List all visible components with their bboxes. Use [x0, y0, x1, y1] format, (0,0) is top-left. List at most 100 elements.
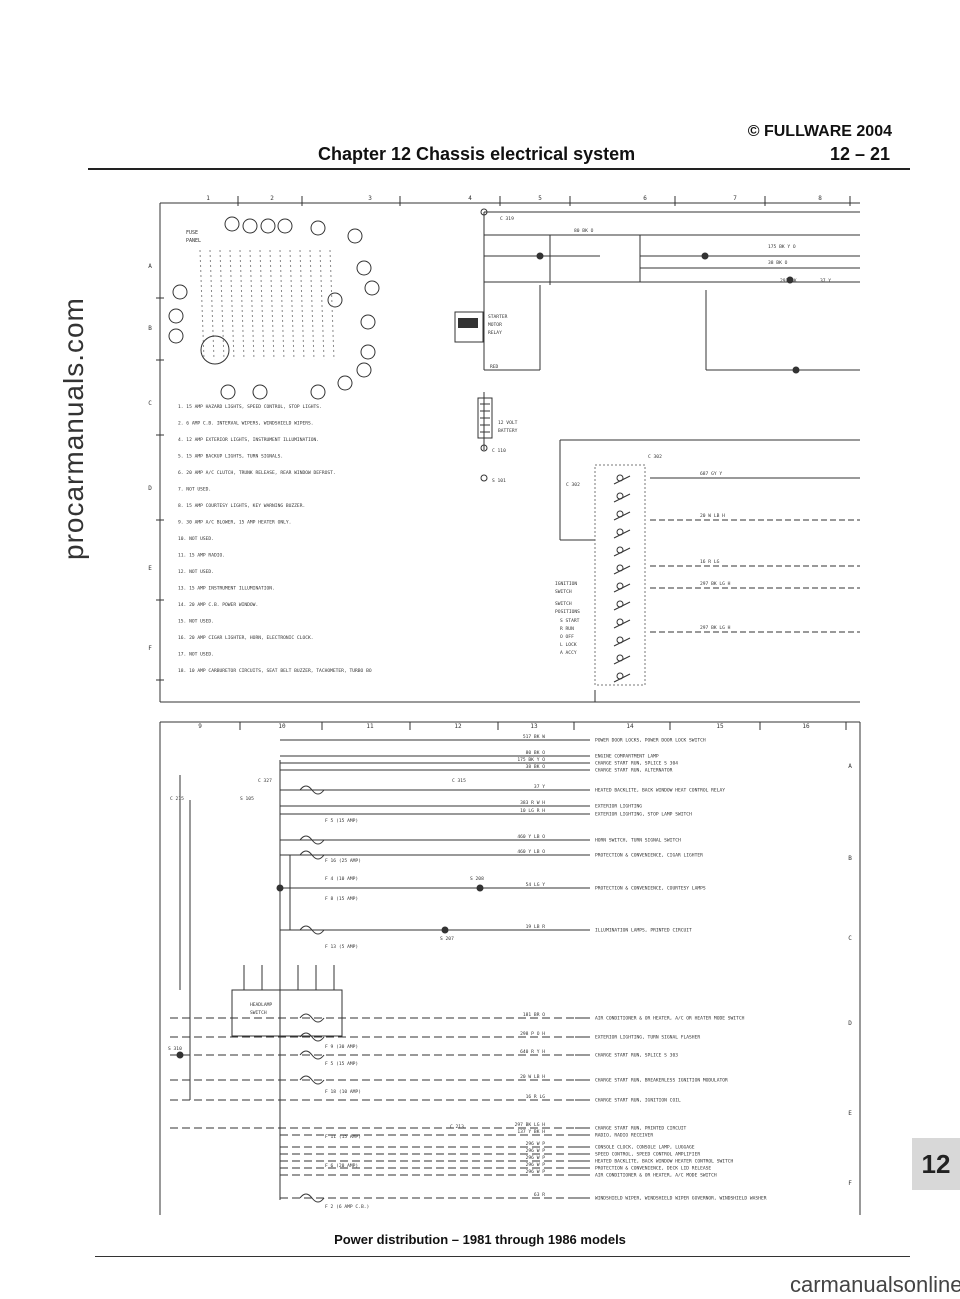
splice: [701, 252, 709, 260]
grid-row-label: E: [148, 565, 152, 572]
switch-arm: [613, 637, 631, 647]
connector-label: C 302: [566, 482, 580, 488]
battery: [477, 397, 493, 439]
fuse-list-entry: 13. 15 AMP INSTRUMENT ILLUMINATION.: [178, 586, 275, 592]
header-rule: [88, 168, 910, 170]
fuse-list-entry: 9. 30 AMP A/C BLOWER, 15 AMP HEATER ONLY…: [178, 520, 291, 526]
circuit-destination: SPEED CONTROL, SPEED CONTROL AMPLIFIER: [595, 1152, 700, 1158]
wire-label: RED: [490, 364, 499, 370]
connector-label: C 327: [258, 778, 272, 784]
circuit-destination: ILLUMINATION LAMPS, PRINTED CIRCUIT: [595, 928, 692, 934]
switch-position-label: O OFF: [560, 634, 574, 640]
grid-row-label: B: [148, 325, 152, 332]
circuit-destination: CONSOLE CLOCK, CONSOLE LAMP, LUGGAGE: [595, 1145, 695, 1151]
fuse-socket: [172, 284, 188, 300]
fuse-socket: [310, 384, 326, 400]
circuit-destination: POWER DOOR LOCKS, POWER DOOR LOCK SWITCH: [595, 738, 706, 744]
fuse-panel-label: FUSE: [186, 230, 198, 236]
grid-row-label: B: [848, 855, 852, 862]
circuit-destination: CHARGE START RUN, SPLICE S 304: [595, 761, 678, 767]
fuse-symbol: [299, 1050, 325, 1060]
grid-row-label: D: [148, 485, 152, 492]
fuse-panel-trace: [269, 249, 275, 361]
wire-label: 37 Y: [820, 278, 831, 284]
switch-arm: [613, 619, 631, 629]
circuit-destination: ENGINE COMPARTMENT LAMP: [595, 754, 659, 760]
fuse-ref: F 2 (6 AMP C.B.): [325, 1204, 369, 1210]
fuse-symbol: [299, 1013, 325, 1023]
fuse-socket: [347, 228, 363, 244]
circuit-wire-label: 19 LB R: [526, 924, 546, 930]
splice: [441, 926, 449, 934]
fuse-ref: F 11 (15 AMP): [325, 1134, 361, 1140]
circuit-destination: RADIO, RADIO RECEIVER: [595, 1133, 653, 1139]
wire-label: 20 W LB H: [700, 513, 725, 519]
switch-position-label: L LOCK: [560, 642, 577, 648]
circuit-wire-label: 296 W P: [526, 1148, 546, 1154]
fuse-socket: [360, 344, 376, 360]
grid-col-label: 5: [538, 195, 542, 202]
fuse-list-entry: 10. NOT USED.: [178, 536, 214, 542]
grid-col-label: 3: [368, 195, 372, 202]
fuse-list-entry: 5. 15 AMP BACKUP LIGHTS, TURN SIGNALS.: [178, 454, 283, 460]
splice: [792, 366, 800, 374]
fuse-panel-trace: [229, 249, 235, 361]
grid-col-label: 2: [270, 195, 274, 202]
chapter-tab: 12: [912, 1138, 960, 1190]
fuse-list-entry: 11. 15 AMP RADIO.: [178, 553, 225, 559]
switch-arm: [613, 547, 631, 557]
splice: [536, 252, 544, 260]
circuit-wire-label: 20 W LB H: [520, 1074, 545, 1080]
circuit-destination: CHARGE START RUN, SPLICE S 303: [595, 1053, 678, 1059]
switch-position-label: R RUN: [560, 626, 574, 632]
fuse-panel-trace: [319, 249, 325, 361]
wire-label: 175 BK Y O: [768, 244, 796, 250]
ignition-label: SWITCH: [555, 589, 572, 595]
switch-arm: [613, 583, 631, 593]
fuse-list-entry: 17. NOT USED.: [178, 652, 214, 658]
circuit-wire-label: 460 Y LB O: [517, 849, 545, 855]
grid-row-label: E: [848, 1110, 852, 1117]
battery-label: 12 VOLT: [498, 420, 518, 426]
switch-arm: [613, 655, 631, 665]
starter-relay: [454, 311, 484, 343]
fuse-panel-trace: [209, 249, 215, 361]
connector-label: C 213: [450, 1124, 464, 1130]
fuse-list-entry: 14. 20 AMP C.B. POWER WINDOW.: [178, 602, 258, 608]
connector-label: S 101: [492, 478, 506, 484]
fuse-list-entry: 6. 20 AMP A/C CLUTCH, TRUNK RELEASE, REA…: [178, 470, 336, 476]
circuit-wire-label: 296 W P: [526, 1141, 546, 1147]
fuse-ref: F 18 (10 AMP): [325, 1089, 361, 1095]
switch-position-label: S START: [560, 618, 580, 624]
circuit-destination: WINDSHIELD WIPER, WINDSHIELD WIPER GOVER…: [595, 1196, 767, 1202]
grid-row-label: A: [848, 763, 852, 770]
switch-position-label: POSITIONS: [555, 609, 580, 615]
circuit-wire-label: 175 BK Y O: [517, 757, 545, 763]
connector: [480, 474, 488, 482]
grid-row-label: F: [848, 1180, 852, 1187]
fuse-symbol: [299, 1193, 325, 1203]
grid-col-label: 4: [468, 195, 472, 202]
wire-label: 16 R LG: [700, 559, 720, 565]
grid-col-label: 12: [454, 723, 462, 730]
grid-col-label: 8: [818, 195, 822, 202]
fuse-panel-trace: [249, 249, 255, 361]
page-number: 12 – 21: [829, 144, 890, 164]
fuse-panel-block: [200, 335, 230, 365]
connector-label: S 208: [470, 876, 484, 882]
fuse-panel-trace: [219, 249, 225, 361]
copyright-notice: © FULLWARE 2004: [747, 123, 892, 140]
circuit-destination: HEATED BACKLITE, BACK WINDOW HEAT CONTRO…: [595, 788, 725, 794]
grid-col-label: 1: [206, 195, 210, 202]
circuit-wire-label: 137 Y BK H: [517, 1129, 545, 1135]
circuit-destination: CHARGE START RUN, BREAKERLESS IGNITION M…: [595, 1078, 728, 1084]
fuse-panel-trace: [259, 249, 265, 361]
circuit-wire-label: 296 W P: [526, 1169, 546, 1175]
circuit-destination: HORN SWITCH, TURN SIGNAL SWITCH: [595, 838, 681, 844]
footer-rule: [95, 1256, 910, 1257]
circuit-wire-label: 181 BR O: [523, 1012, 545, 1018]
circuit-wire-label: 383 R W H: [520, 800, 545, 806]
grid-col-label: 11: [366, 723, 374, 730]
fuse-socket: [260, 218, 276, 234]
